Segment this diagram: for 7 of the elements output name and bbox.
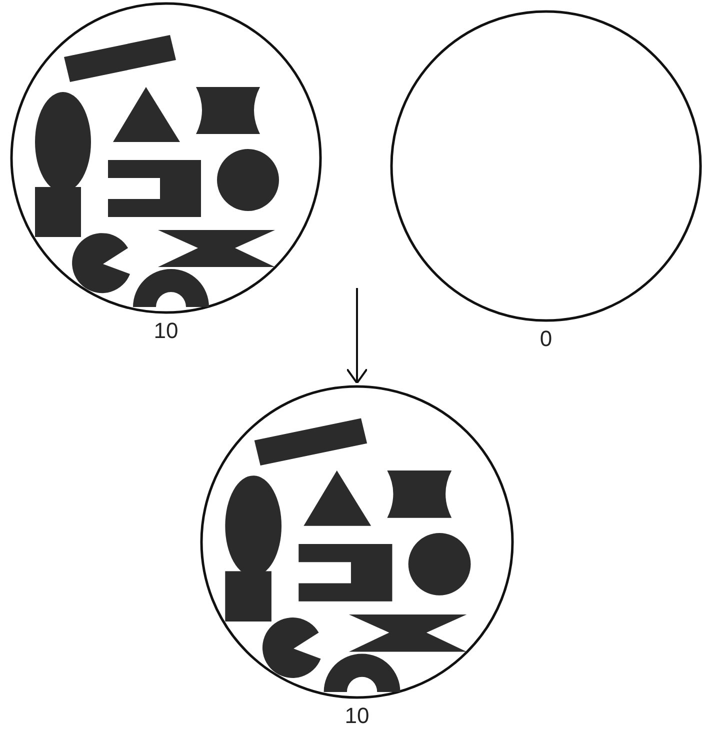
count-label: 0 <box>540 326 552 352</box>
count-label: 10 <box>154 318 178 344</box>
arrow <box>346 288 368 384</box>
dish-circle <box>390 10 702 322</box>
dish-circle <box>200 385 514 699</box>
dish-circle <box>10 2 322 314</box>
count-label: 10 <box>344 703 370 729</box>
